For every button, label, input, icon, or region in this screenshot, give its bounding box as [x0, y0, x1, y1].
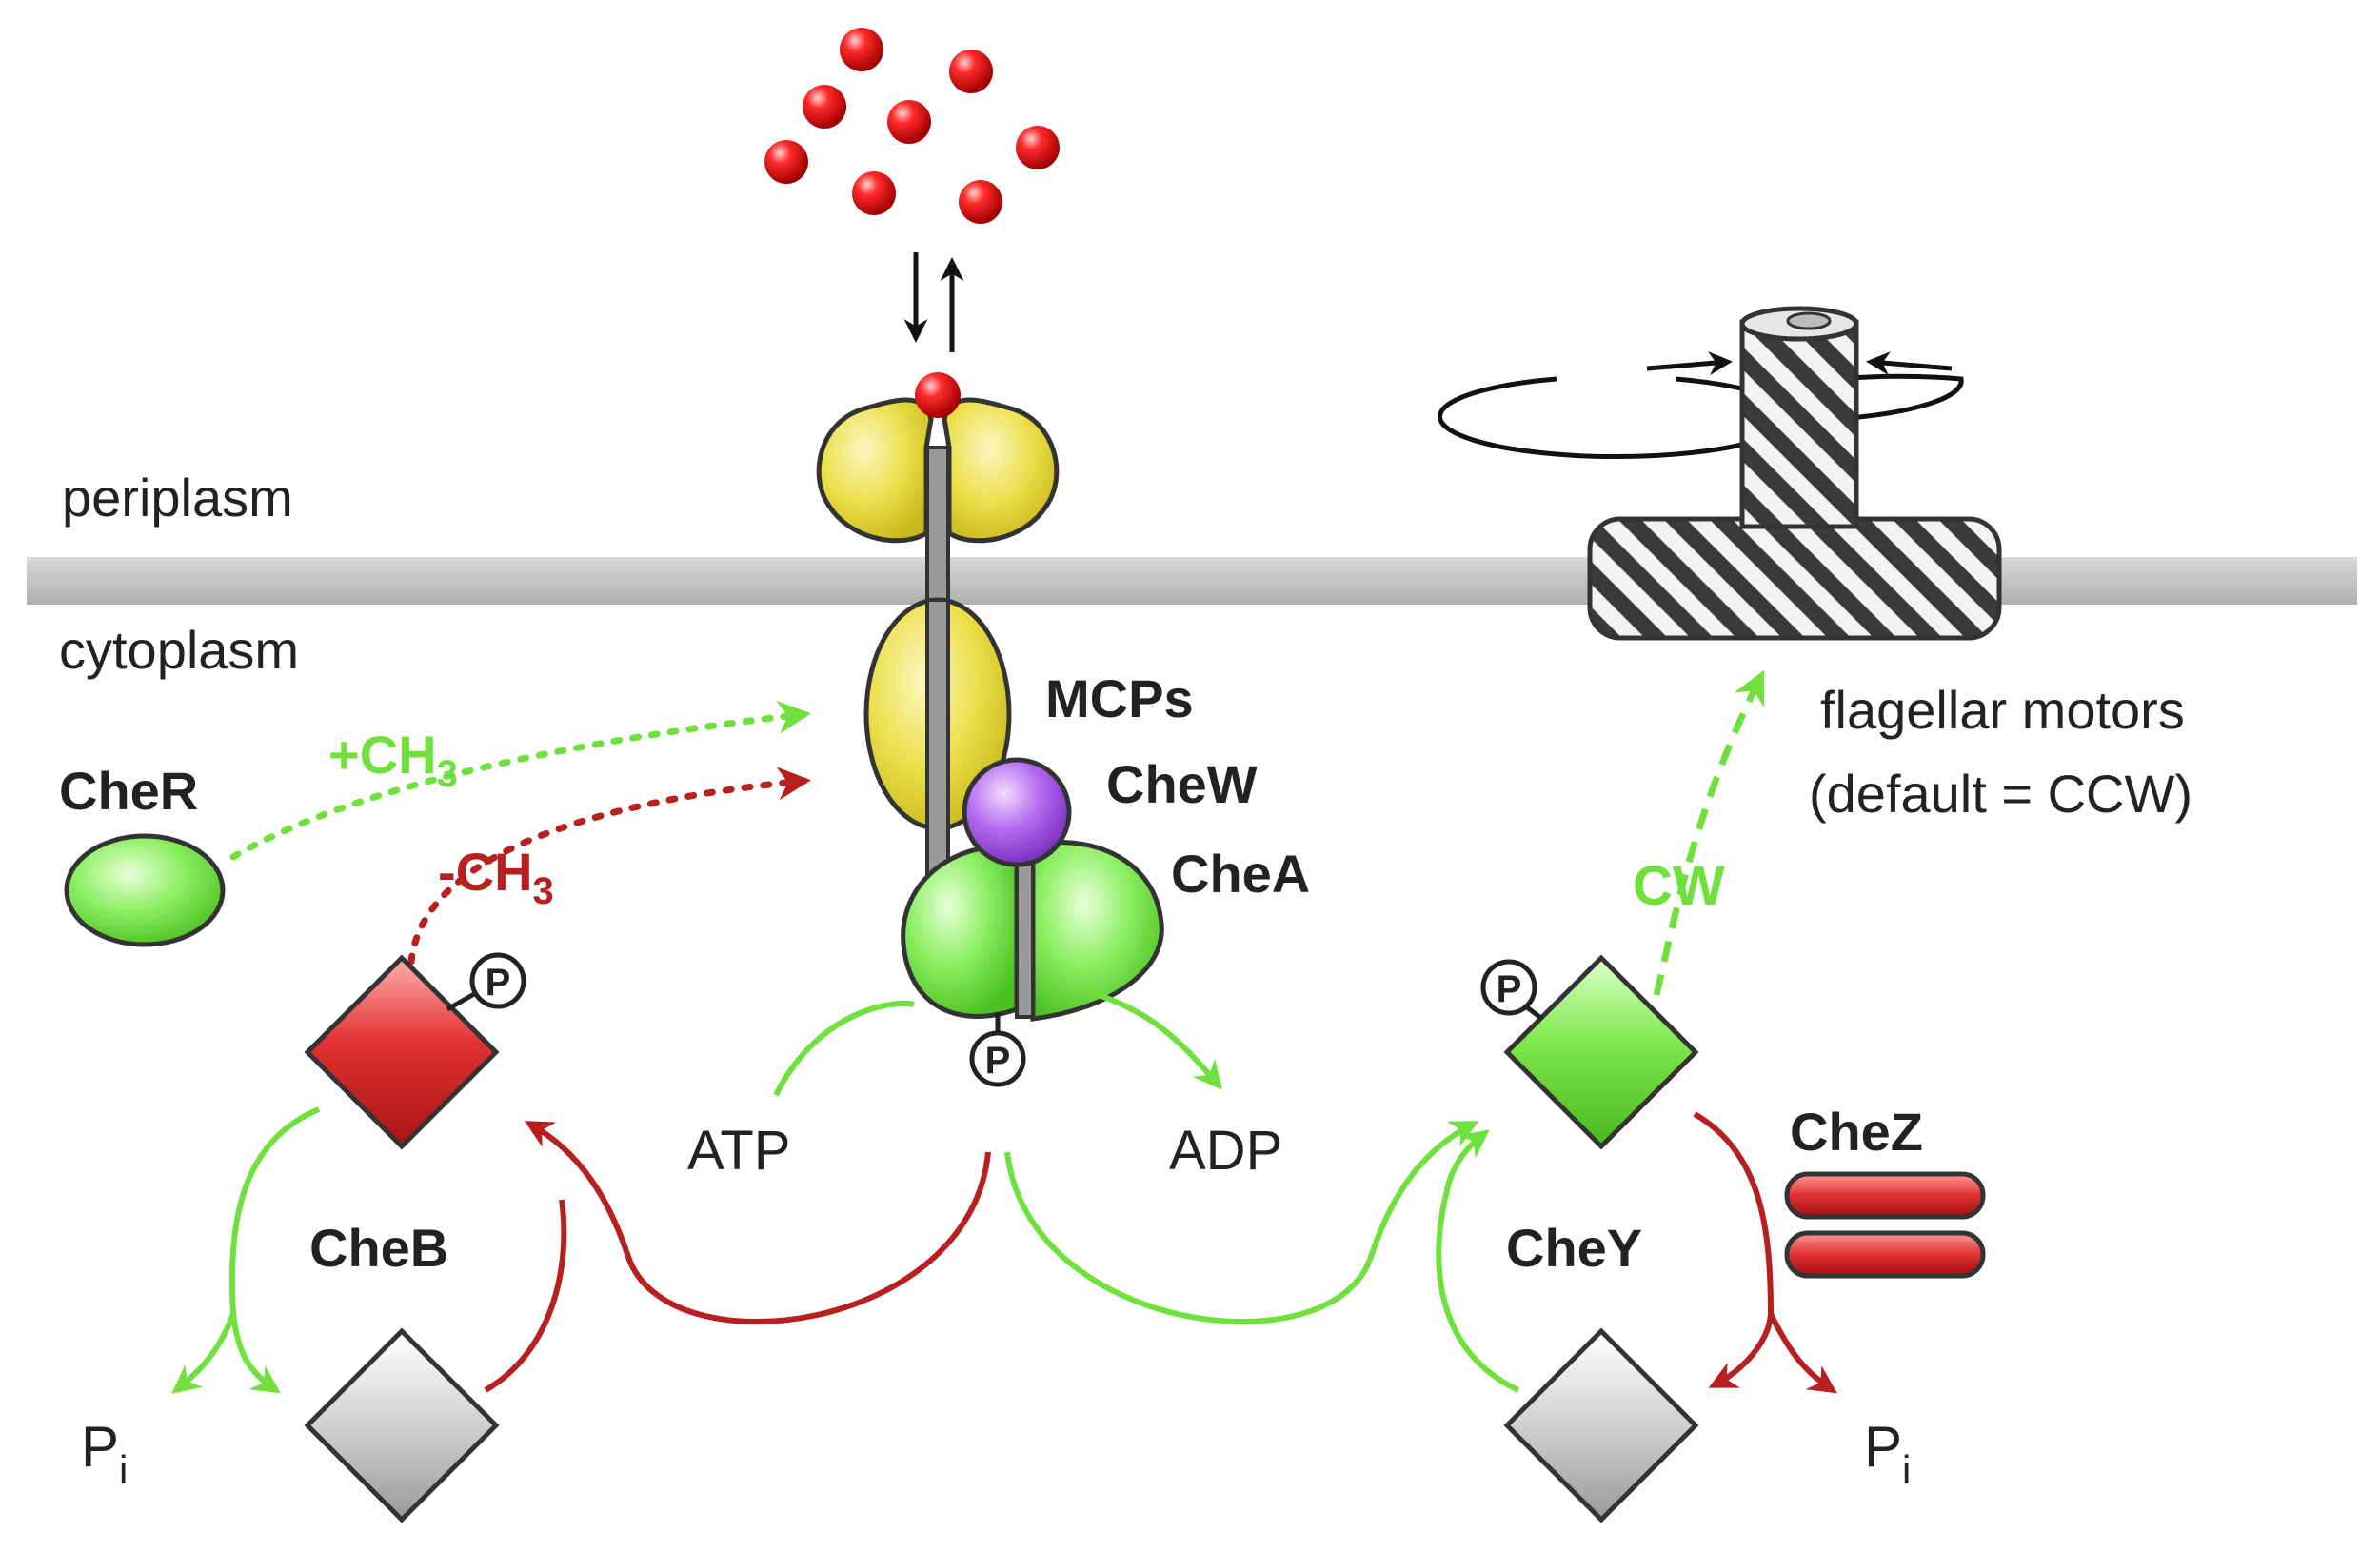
adp-release-arrow: [1084, 987, 1222, 1090]
ligand-icon: [852, 171, 896, 215]
chea-protein: [901, 839, 1164, 1022]
demethylation-arrow: [407, 767, 811, 966]
phosphate-label: P: [486, 962, 511, 1004]
cheb-inactive: [304, 1327, 500, 1523]
ligand-icon: [959, 180, 1002, 224]
cheb-phospho: P: [304, 952, 526, 1150]
mcp-receptor: [816, 372, 1060, 887]
adp-label: ADP: [1169, 1120, 1282, 1182]
cher-label: CheR: [59, 761, 198, 821]
flagellar-default-label: (default = CCW): [1809, 764, 2192, 824]
chew-protein: [962, 757, 1072, 867]
ligand-icon: [803, 85, 846, 129]
chea-phosphate: P: [969, 1012, 1026, 1087]
phosphate-icon: [969, 1030, 1026, 1087]
phosphate-label: P: [985, 1040, 1011, 1082]
cheb-pi-release: [171, 1312, 236, 1394]
mcps-label: MCPs: [1045, 668, 1194, 728]
phosphate-label: P: [1497, 968, 1522, 1010]
chey-pi-release: [1768, 1312, 1837, 1394]
cw-label: CW: [1633, 855, 1725, 917]
chey-phospho: P: [1480, 954, 1699, 1150]
chey-dephosphorylation: [1693, 1111, 1775, 1388]
chey-label: CheY: [1506, 1218, 1642, 1278]
cheb-dephosphorylation: [228, 1106, 321, 1394]
chew-label: CheW: [1106, 754, 1258, 814]
flagellar-motor-icon: [1438, 306, 2002, 641]
methyl-add-label: +CH3: [328, 725, 458, 795]
phosphotransfer-to-cheb: [524, 1121, 991, 1325]
atp-consumption-arrow: [773, 1000, 915, 1097]
ligand-icon: [949, 50, 993, 93]
atp-label: ATP: [687, 1120, 791, 1182]
periplasm-label: periplasm: [62, 468, 293, 528]
chez-label: CheZ: [1790, 1102, 1923, 1162]
cheb-label: CheB: [309, 1218, 448, 1278]
chey-pi-label: Pi: [1864, 1415, 1911, 1492]
cw-signal-arrow: [1653, 669, 1765, 996]
chey-inactive: [1503, 1327, 1699, 1523]
ligand-icon: [764, 140, 808, 184]
cheb-pi-label: Pi: [81, 1415, 128, 1492]
flagellar-motors-label: flagellar motors: [1820, 680, 2185, 740]
chez-protein: [1784, 1171, 1986, 1279]
ligand-icon: [840, 28, 883, 71]
cytoplasm-label: cytoplasm: [59, 620, 299, 680]
cher-protein: [64, 833, 226, 947]
bound-ligand-icon: [915, 372, 961, 418]
ligand-icon: [1016, 126, 1060, 169]
chey-phosphorylation: [1436, 1129, 1520, 1393]
phosphotransfer-to-chey: [1004, 1121, 1479, 1325]
cheb-phosphorylation: [484, 1199, 567, 1393]
phosphate-icon: [1480, 959, 1537, 1016]
binding-arrows: [903, 252, 964, 352]
ligand-icon: [887, 100, 931, 144]
methyl-remove-label: -CH3: [438, 842, 554, 912]
methylation-arrow: [229, 700, 811, 861]
chea-label: CheA: [1171, 844, 1310, 904]
ligand-cluster: [764, 28, 1060, 224]
phosphate-icon: [469, 952, 526, 1009]
cell-membrane: [27, 557, 2357, 605]
